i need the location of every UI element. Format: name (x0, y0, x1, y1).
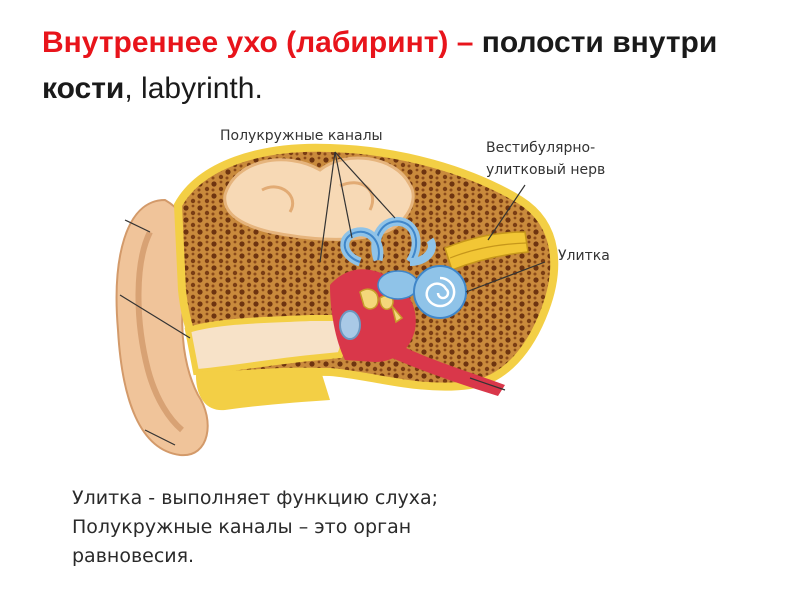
eardrum (339, 310, 361, 340)
caption: Улитка - выполняет функцию слуха; Полукр… (72, 484, 752, 571)
vestibulocochlear-nerve (444, 231, 529, 271)
label-semicircular-canals: Полукружные каналы (220, 128, 383, 144)
label-vestibulocochlear-nerve-line2: улитковый нерв (486, 162, 606, 178)
brain-outline (223, 156, 415, 241)
caption-line-1: Улитка - выполняет функцию слуха; (72, 487, 439, 509)
label-cochlea: Улитка (558, 248, 610, 264)
ossicles (359, 288, 404, 324)
eustachian-tube (392, 345, 505, 396)
leader-lines (119, 151, 546, 446)
label-vestibulocochlear-nerve-line1: Вестибулярно- (486, 140, 596, 156)
caption-line-3: равновесия. (72, 545, 195, 567)
title-latin-term: labyrinth. (141, 72, 263, 105)
slide-title: Внутреннее ухо (лабиринт) – полости внут… (42, 20, 762, 112)
cochlea (413, 265, 467, 319)
title-comma: , (124, 72, 142, 105)
title-red-part: Внутреннее ухо (лабиринт) – (42, 26, 482, 59)
semicircular-canals (340, 216, 436, 267)
title-black-part: полости внутри кости (42, 26, 718, 105)
vestibule (377, 270, 419, 300)
caption-line-2: Полукружные каналы – это орган (72, 516, 412, 538)
skin-band (195, 367, 330, 411)
ear-anatomy-diagram (115, 143, 559, 457)
